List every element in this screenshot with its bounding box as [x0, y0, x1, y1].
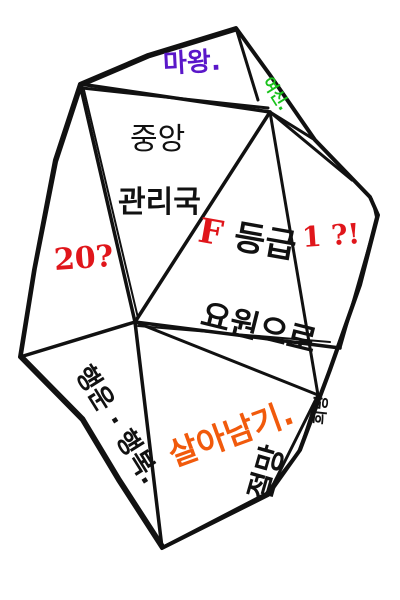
dice-edge	[18, 320, 137, 359]
label-twenty: 20?	[52, 238, 115, 279]
dice-edge	[266, 393, 320, 497]
label-gwanriguk: 관리국	[118, 185, 201, 220]
dice-edge	[338, 213, 380, 350]
label-bottom-right: 희망	[309, 394, 332, 426]
label-mawang: 마왕.	[162, 46, 222, 80]
dice-edge	[268, 110, 354, 182]
dice-edge	[133, 320, 164, 550]
label-one-question: 1 ?!	[300, 217, 361, 254]
dice-edge	[133, 320, 320, 397]
dice-edge	[133, 110, 272, 324]
dice-edge	[78, 82, 137, 324]
dice-edge	[268, 110, 320, 397]
dice-outline	[18, 26, 380, 550]
label-jungang: 중앙	[130, 122, 186, 157]
dice-edge	[234, 26, 260, 102]
